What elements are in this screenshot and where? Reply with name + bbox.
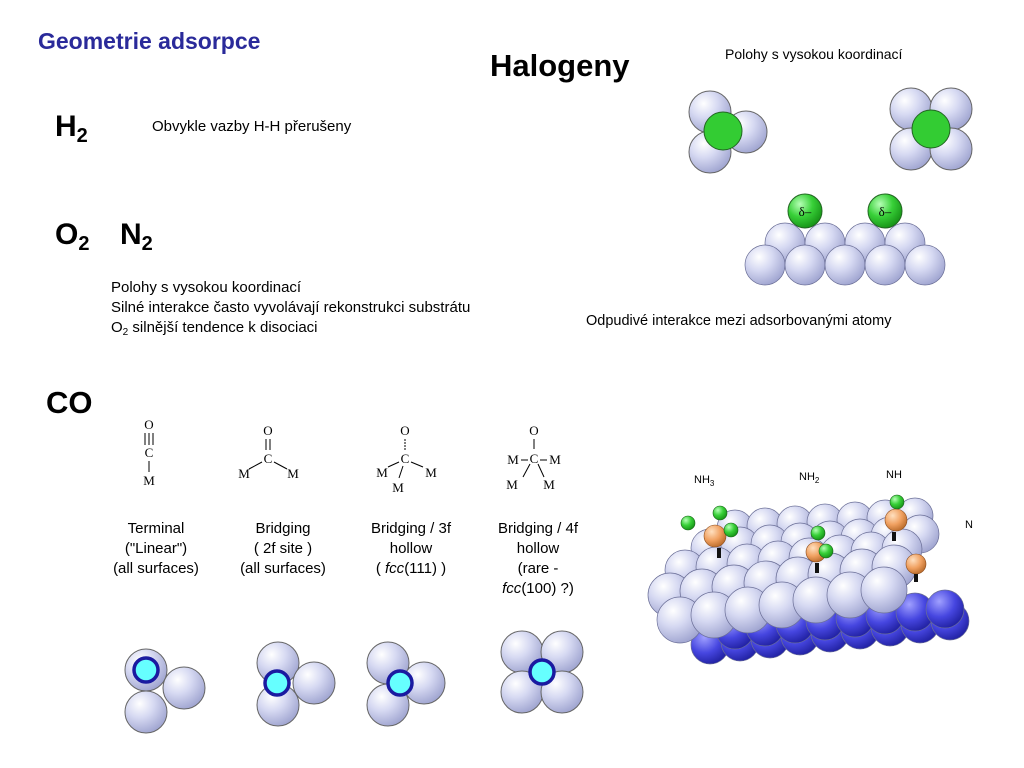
- nh2-label: NH2: [799, 471, 820, 485]
- surface-bottom-row: [744, 244, 946, 286]
- halogeny-caption: Odpudivé interakce mezi adsorbovanými at…: [586, 313, 892, 329]
- o2n2-line-3: O2 silnější tendence k disociaci: [111, 319, 318, 338]
- metal-label-left: M: [238, 466, 250, 481]
- metal-atom: [904, 244, 946, 286]
- nh-molecule: [884, 494, 908, 541]
- surface-bond: [892, 532, 896, 541]
- surface-bond: [717, 548, 721, 558]
- co-4f-site-diagram: [500, 630, 584, 714]
- co-bridging-caption: Bridging ( 2f site ) (all surfaces): [240, 520, 326, 577]
- h2-note: Obvykle vazby H-H přerušeny: [152, 118, 352, 135]
- metal-label-lower-right: M: [543, 477, 555, 492]
- oxygen-label: O: [144, 417, 153, 432]
- surface-bond: [815, 563, 819, 573]
- metal-label-upper-right: M: [549, 452, 561, 467]
- metal-atom: [292, 661, 336, 705]
- halogen-3f-site-diagram: [688, 90, 768, 174]
- oxygen-label: O: [400, 423, 409, 438]
- delta-label-right: δ–: [879, 204, 892, 219]
- co-terminal-site-diagram: [124, 648, 206, 734]
- hydrogen-atom: [818, 543, 834, 559]
- metal-atom: [784, 244, 826, 286]
- hydrogen-atom: [889, 494, 905, 510]
- hydrogen-atom: [680, 515, 696, 531]
- co-3f-hollow-caption: Bridging / 3f hollow ( fcc(111) ): [370, 520, 452, 577]
- metal-atom: [124, 690, 168, 734]
- h2-label: H2: [55, 110, 88, 147]
- carbon-label: C: [401, 451, 410, 466]
- hydrogen-atom: [810, 525, 826, 541]
- metal-label-left: M: [376, 465, 388, 480]
- metal-label-lower-left: M: [506, 477, 518, 492]
- co-molecule: [263, 669, 291, 697]
- oxygen-label: O: [263, 423, 272, 438]
- carbon-label: C: [264, 451, 273, 466]
- surface-bond: [914, 574, 918, 582]
- carbon-label: C: [530, 451, 539, 466]
- o2n2-line-2: Silné interakce často vyvolávají rekonst…: [111, 299, 471, 316]
- slide-title: Geometrie adsorpce: [38, 28, 261, 54]
- nitrogen-atom: [884, 508, 908, 532]
- co-terminal-caption: Terminal ("Linear") (all surfaces): [113, 520, 199, 577]
- carbon-label: C: [145, 445, 154, 460]
- metal-label-right: M: [425, 465, 437, 480]
- o2-label: O2: [55, 218, 90, 255]
- delta-label-left: δ–: [799, 204, 812, 219]
- oxygen-label: O: [529, 423, 538, 438]
- halogen-atom: [703, 111, 743, 151]
- surface-front-layer: [647, 544, 917, 644]
- co-terminal-formula: O C M: [143, 417, 155, 488]
- nh3-molecule: [680, 505, 739, 558]
- co-bridging-site-diagram: [256, 641, 336, 727]
- o2n2-line-1: Polohy s vysokou koordinací: [111, 279, 302, 296]
- halogen-atom: [911, 109, 951, 149]
- metal-label-right: M: [287, 466, 299, 481]
- co-4f-hollow-caption: Bridging / 4f hollow (rare - fcc(100) ?): [497, 520, 579, 597]
- metal-atom: [925, 589, 965, 629]
- halogeny-title: Halogeny: [490, 48, 630, 83]
- halogen-atom-left: [787, 193, 823, 229]
- hydrogen-atom: [712, 505, 728, 521]
- co-3f-site-diagram: [366, 641, 446, 727]
- co-molecule: [528, 658, 556, 686]
- n2-label: N2: [120, 218, 153, 255]
- metal-label: M: [143, 473, 155, 488]
- metal-atom: [162, 666, 206, 710]
- nh-label: NH: [886, 469, 902, 481]
- metal-atom: [864, 244, 906, 286]
- nitrogen-atom: [703, 524, 727, 548]
- nhx-surface-illustration: NH3 NH2 NH N: [647, 469, 973, 665]
- repulsion-diagram: δ– δ–: [744, 193, 946, 286]
- co-title: CO: [46, 385, 93, 420]
- metal-atom: [860, 566, 908, 614]
- co-molecule: [132, 656, 160, 684]
- co-molecule: [386, 669, 414, 697]
- halogen-4f-site-diagram: [889, 87, 973, 171]
- n-atom-adsorbed: [905, 553, 927, 582]
- n-label: N: [965, 519, 973, 531]
- metal-label-bottom: M: [392, 480, 404, 495]
- o2n2-description: Polohy s vysokou koordinací Silné intera…: [111, 278, 470, 338]
- metal-atom: [824, 244, 866, 286]
- halogen-atom-right: [867, 193, 903, 229]
- halogeny-subtitle: Polohy s vysokou koordinací: [725, 46, 903, 62]
- nh3-label: NH3: [694, 474, 715, 488]
- hydrogen-atom: [723, 522, 739, 538]
- metal-label-upper-left: M: [507, 452, 519, 467]
- nh2-molecule: [805, 525, 834, 573]
- co-4f-hollow-formula: O C M M M M: [506, 423, 561, 492]
- co-bridging-formula: O C M M: [238, 423, 299, 481]
- nitrogen-atom: [905, 553, 927, 575]
- metal-atom: [744, 244, 786, 286]
- co-3f-hollow-formula: O C M M M: [376, 423, 437, 495]
